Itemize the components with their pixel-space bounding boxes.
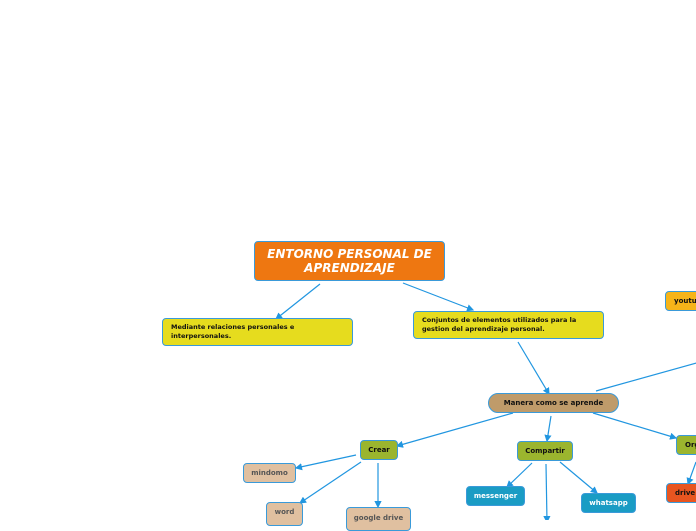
node-label: Org [685,441,696,449]
node-mindomo[interactable]: mindomo [243,463,296,483]
central-topic[interactable]: ENTORNO PERSONAL DE APRENDIZAJE [254,241,445,281]
link-compartir-down [543,463,551,520]
node-label: Mediante relaciones personales e interpe… [171,323,295,340]
node-google-drive[interactable]: google drive [346,507,411,531]
link-crear-word [299,461,362,504]
node-messenger[interactable]: messenger [466,486,525,506]
node-drive[interactable]: drive [666,483,696,503]
central-topic-label: ENTORNO PERSONAL DE APRENDIZAJE [267,247,432,275]
node-label: Crear [368,446,390,454]
link-compartir-whatsapp [559,461,598,494]
node-word[interactable]: word [266,502,303,526]
node-label: drive [675,489,696,497]
node-label: google drive [353,514,404,522]
node-label: word [274,508,295,516]
node-label: whatsapp [589,499,628,507]
node-label: mindomo [251,469,288,477]
link-conjuntos-manera [517,341,550,396]
link-title-conjuntos [402,282,475,312]
node-youtube[interactable]: youtu [665,291,696,311]
link-manera-organizar [592,412,678,440]
node-whatsapp[interactable]: whatsapp [581,493,636,513]
node-conjuntos[interactable]: Conjuntos de elementos utilizados para l… [413,311,604,339]
link-manera-compartir [544,415,552,443]
node-compartir[interactable]: Compartir [517,441,573,461]
node-label: messenger [473,492,518,500]
node-mediante[interactable]: Mediante relaciones personales e interpe… [162,318,353,346]
node-crear[interactable]: Crear [360,440,398,460]
node-label: youtu [674,297,696,305]
node-label: Compartir [525,447,565,455]
link-organizar-drive [686,461,696,486]
link-title-mediante [275,283,321,320]
link-compartir-messenger [506,462,533,488]
node-label: Manera como se aprende [503,399,604,407]
link-manera-right [595,362,696,392]
connector-lines [275,282,696,520]
link-manera-crear [395,412,514,448]
node-organizar[interactable]: Org [676,435,696,455]
node-manera[interactable]: Manera como se aprende [488,393,619,413]
node-label: Conjuntos de elementos utilizados para l… [422,316,577,333]
link-crear-mindomo [294,454,357,471]
